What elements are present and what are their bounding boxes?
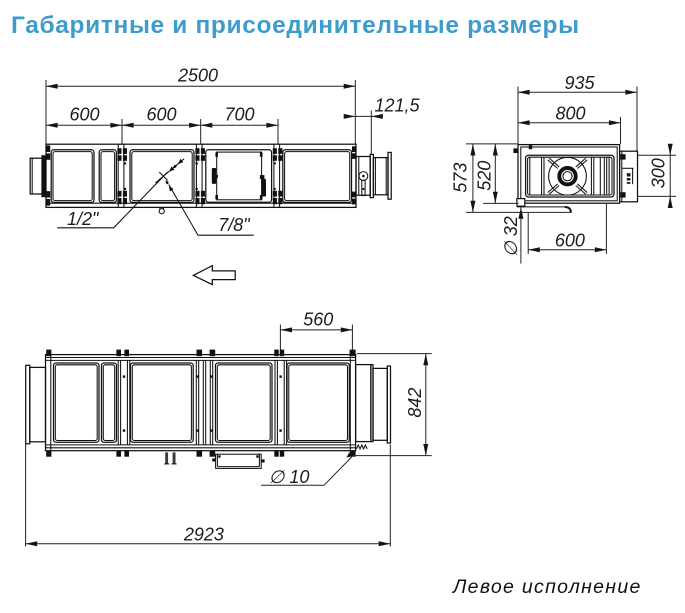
svg-text:560: 560 [303,309,333,329]
svg-text:600: 600 [69,105,99,125]
svg-text:600: 600 [555,231,585,251]
svg-text:∅ 32: ∅ 32 [501,216,521,257]
svg-text:520: 520 [475,161,495,191]
svg-text:∅ 10: ∅ 10 [269,467,310,487]
svg-text:7/8": 7/8" [218,215,251,235]
svg-text:Габаритные и присоединительные: Габаритные и присоединительные размеры [11,12,580,39]
svg-text:2923: 2923 [183,524,224,544]
svg-text:573: 573 [451,163,471,193]
svg-text:842: 842 [405,388,425,418]
svg-text:1/2": 1/2" [67,209,100,229]
svg-text:2500: 2500 [177,66,218,86]
svg-text:700: 700 [224,105,254,125]
svg-text:Левое исполнение: Левое исполнение [451,576,642,598]
svg-text:800: 800 [555,104,585,124]
svg-text:600: 600 [146,105,176,125]
svg-text:300: 300 [648,158,668,188]
svg-text:935: 935 [564,73,595,93]
svg-text:121,5: 121,5 [374,96,420,116]
